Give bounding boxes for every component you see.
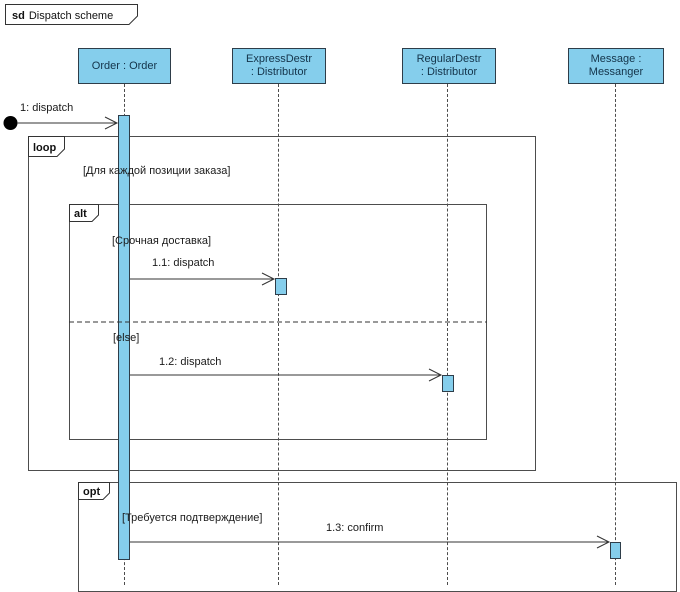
operator-pentagon — [69, 204, 99, 222]
lifeline-header-expressdestr[interactable]: ExpressDestr: Distributor — [232, 48, 326, 84]
activation-message[interactable] — [610, 542, 621, 559]
fragment-operator-alt[interactable]: alt — [69, 204, 100, 222]
operator-label: loop — [33, 142, 56, 154]
found-message-circle[interactable] — [3, 116, 18, 130]
guard-loop: [Для каждой позиции заказа] — [83, 165, 231, 177]
lifeline-expressdestr[interactable] — [278, 84, 279, 585]
message-label-1-1: 1.1: dispatch — [152, 257, 215, 269]
lifeline-header-label: RegularDestr — [416, 53, 482, 65]
lifeline-header-message[interactable]: Message :Messanger — [568, 48, 664, 84]
fragment-opt[interactable] — [78, 482, 677, 592]
operator-pentagon — [78, 482, 110, 500]
lifeline-header-label2: : Distributor — [250, 66, 308, 78]
fragment-operator-opt[interactable]: opt — [78, 482, 111, 500]
guard-opt: [Требуется подтверждение] — [122, 512, 263, 524]
lifeline-header-label: ExpressDestr — [245, 53, 313, 65]
frame-keyword: sd — [12, 10, 25, 22]
lifeline-header-regulardestr[interactable]: RegularDestr: Distributor — [402, 48, 496, 84]
activation-order[interactable] — [118, 115, 130, 560]
lifeline-header-label: Message : — [590, 53, 642, 65]
diagram-title-tab[interactable]: sd Dispatch scheme — [5, 4, 139, 31]
lifeline-header-label: Order : Order — [91, 59, 158, 72]
title-tab-shape — [5, 4, 138, 25]
operator-label: alt — [74, 208, 87, 220]
operator-pentagon — [28, 136, 65, 157]
guard-else: [else] — [113, 332, 140, 344]
diagram-title: sd Dispatch scheme — [12, 10, 113, 22]
activation-regulardestr[interactable] — [442, 375, 454, 392]
message-arrowhead-1 — [104, 116, 119, 130]
operator-label: opt — [83, 486, 100, 498]
message-label-1-2: 1.2: dispatch — [159, 356, 222, 368]
lifeline-header-label2: : Distributor — [420, 66, 478, 78]
lifeline-header-label2: Messanger — [588, 66, 644, 78]
message-label-1-3: 1.3: confirm — [326, 522, 384, 534]
activation-expressdestr[interactable] — [275, 278, 287, 295]
lifeline-regulardestr[interactable] — [447, 84, 448, 585]
lifeline-header-order[interactable]: Order : Order — [78, 48, 171, 84]
message-label-1: 1: dispatch — [20, 102, 74, 114]
guard-alt: [Срочная доставка] — [112, 235, 212, 247]
lifeline-message[interactable] — [615, 84, 616, 585]
frame-title-text: Dispatch scheme — [29, 10, 113, 22]
fragment-operator-loop[interactable]: loop — [28, 136, 66, 157]
fragment-loop[interactable] — [28, 136, 536, 471]
